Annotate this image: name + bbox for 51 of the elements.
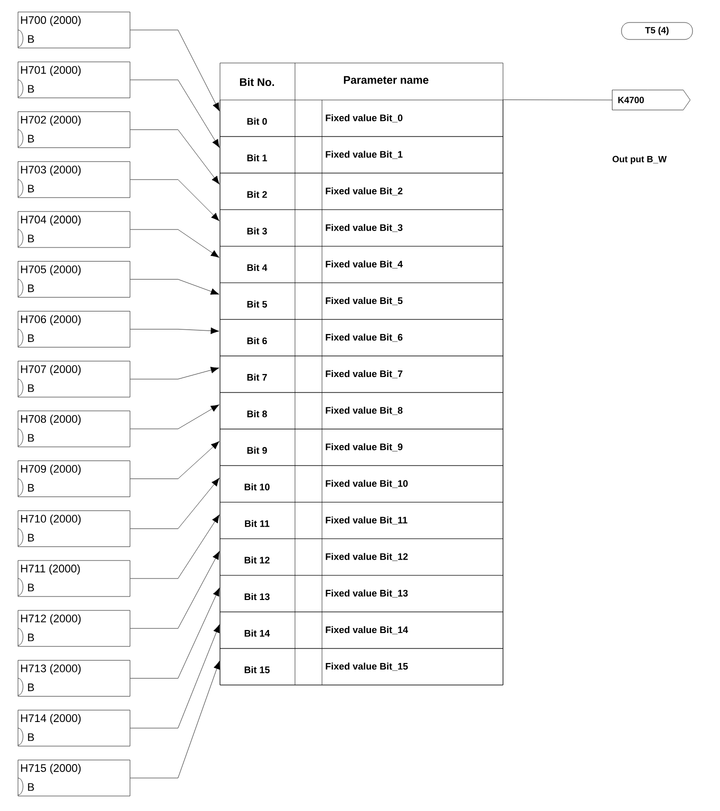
input-connector-box: H710 (2000) B <box>18 510 130 547</box>
input-connector-box: H708 (2000) B <box>18 410 130 448</box>
input-connector-box: H707 (2000) B <box>18 360 130 398</box>
table-row: Bit 4 Fixed value Bit_4 <box>220 246 504 283</box>
arrow <box>130 30 220 112</box>
arrow <box>130 80 220 148</box>
input-connector-box: H701 (2000) B <box>18 62 130 98</box>
output-connector: K4700 <box>612 90 690 110</box>
input-connector-box: H706 (2000) B <box>18 311 130 348</box>
arrow <box>130 441 220 479</box>
input-connector-box: H703 (2000) B <box>18 161 130 198</box>
table-row: Bit 6 Fixed value Bit_6 <box>220 319 504 356</box>
table-row: Bit 0 Fixed value Bit_0 <box>220 100 504 137</box>
input-connector-box: H715 (2000) B <box>18 760 130 796</box>
arrow <box>130 279 220 295</box>
input-connector-box: H704 (2000) B <box>18 211 130 248</box>
input-connector-box: H712 (2000) B <box>18 610 130 647</box>
input-connector-box: H700 (2000) B <box>18 12 130 48</box>
arrow <box>130 514 220 579</box>
input-connector-box: H705 (2000) B <box>18 261 130 298</box>
table-row: Bit 14 Fixed value Bit_14 <box>220 612 504 649</box>
arrow <box>130 366 220 380</box>
arrow <box>130 478 220 529</box>
table-row: Bit 1 Fixed value Bit_1 <box>220 136 504 174</box>
arrow <box>130 179 220 222</box>
table-row: Bit 8 Fixed value Bit_8 <box>220 392 504 430</box>
table-row: Bit 15 Fixed value Bit_15 <box>220 648 504 686</box>
arrow <box>130 229 220 258</box>
table-row: Bit 9 Fixed value Bit_9 <box>220 428 504 466</box>
arrow <box>130 588 220 678</box>
input-connector-box: H702 (2000) B <box>18 112 130 148</box>
arrow <box>130 327 220 334</box>
table-row: Bit 7 Fixed value Bit_7 <box>220 356 504 393</box>
arrow <box>130 404 220 430</box>
input-connector-box: H713 (2000) B <box>18 660 130 696</box>
table-row: Bit 12 Fixed value Bit_12 <box>220 538 504 576</box>
arrow <box>130 624 220 728</box>
input-connector-box: H714 (2000) B <box>18 710 130 746</box>
input-connector-box: H711 (2000) B <box>18 560 130 597</box>
table-row: Bit 5 Fixed value Bit_5 <box>220 282 504 320</box>
table-row: Bit 13 Fixed value Bit_13 <box>220 575 504 612</box>
table-row: Bit 11 Fixed value Bit_11 <box>220 502 504 539</box>
sheet-tag: T5 (4) <box>621 22 693 40</box>
arrow <box>130 660 220 778</box>
input-connector-box: H709 (2000) B <box>18 460 130 497</box>
table-row: Bit 3 Fixed value Bit_3 <box>220 210 504 246</box>
arrow <box>130 551 220 629</box>
arrow <box>130 130 220 184</box>
table-row: Bit 2 Fixed value Bit_2 <box>220 172 504 210</box>
output-label: Out put B_W <box>612 156 667 164</box>
table-row: Bit 10 Fixed value Bit_10 <box>220 465 504 502</box>
